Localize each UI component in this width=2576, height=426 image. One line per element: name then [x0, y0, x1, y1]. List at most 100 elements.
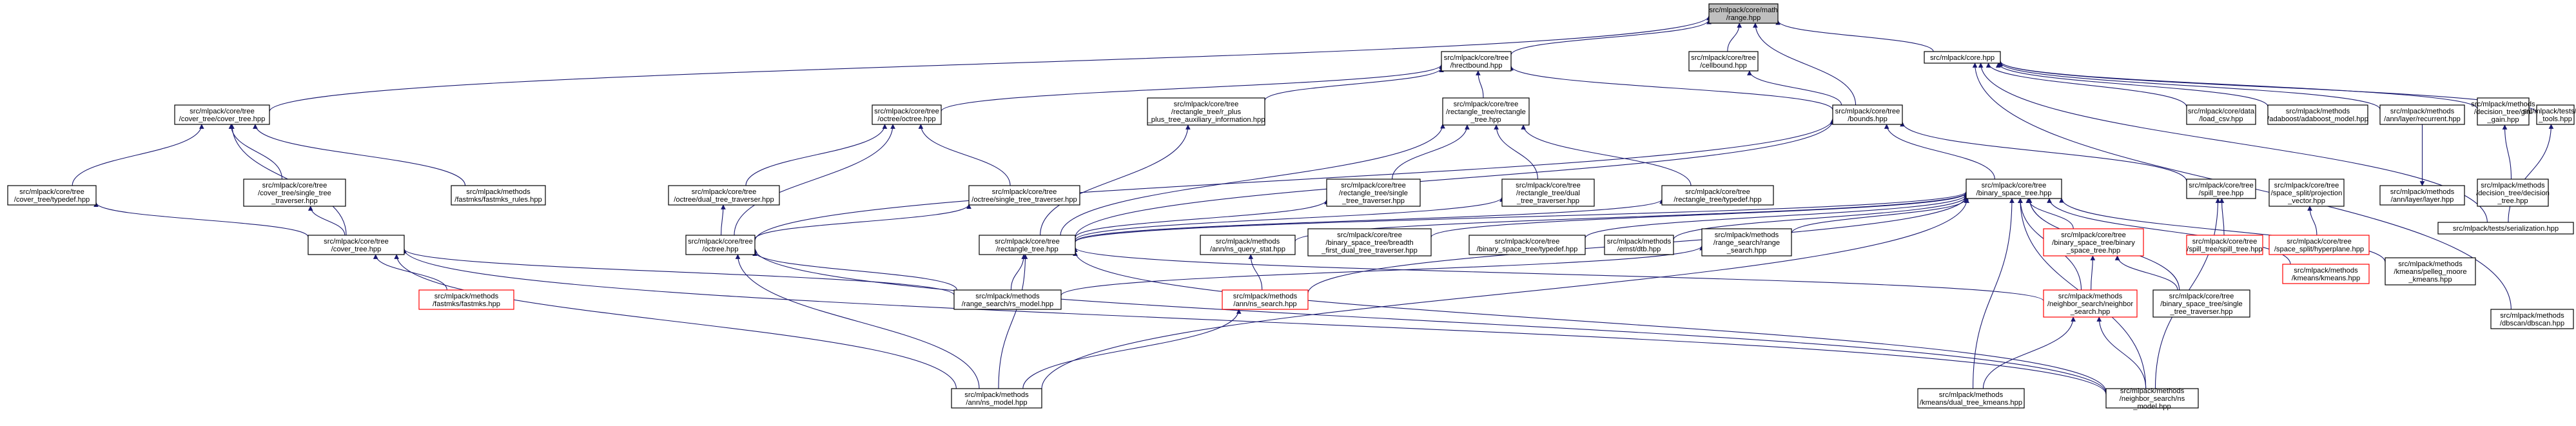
node-rectangle-tree[interactable]: src/mlpack/core/tree/rectangle_tree.hpp: [979, 235, 1076, 255]
edge-dual_tree_kmeans-to-binary_space_tree: [1973, 198, 2015, 389]
node-dbscan[interactable]: src/mlpack/methods/dbscan/dbscan.hpp: [2490, 309, 2574, 329]
node-ns-search[interactable]: src/mlpack/methods/ann/ns_search.hpp: [1222, 289, 1309, 310]
node-label-line: src/mlpack/core/tree: [190, 108, 255, 115]
node-box: [2379, 104, 2465, 125]
edge-rectangle_tree-to-rect_tree_h: [1060, 123, 1445, 236]
node-label-line: /octree.hpp: [703, 246, 739, 253]
node-ann-ns-model[interactable]: src/mlpack/methods/ann/ns_model.hpp: [951, 388, 1042, 409]
node-cover-single[interactable]: src/mlpack/core/tree/cover_tree/single_t…: [243, 179, 346, 207]
node-box: [2186, 179, 2256, 199]
node-binary-space-tree[interactable]: src/mlpack/core/tree/binary_space_tree.h…: [1966, 179, 2062, 199]
node-label-line: /spill_tree.hpp: [2199, 189, 2244, 197]
node-label-line: src/mlpack/methods: [2500, 312, 2564, 320]
node-recurrent[interactable]: src/mlpack/methods/ann/layer/recurrent.h…: [2379, 104, 2465, 125]
edge-load_csv-to-core: [1986, 63, 2187, 108]
edge-neighbor_search-to-rectangle_tree: [1073, 247, 2044, 302]
node-load-csv[interactable]: src/mlpack/core/data/load_csv.hpp: [2186, 104, 2256, 125]
node-label-line: /cover_tree/cover_tree.hpp: [179, 115, 266, 123]
node-box: [1441, 51, 1512, 72]
edge-cover_tree_h-to-cover_single: [307, 206, 346, 236]
node-bst-single[interactable]: src/mlpack/core/tree/binary_space_tree/s…: [2152, 289, 2250, 318]
node-label-line: src/mlpack/methods: [2471, 101, 2535, 108]
node-cover-tree[interactable]: src/mlpack/core/tree/cover_tree/cover_tr…: [174, 104, 270, 125]
node-rs-model[interactable]: src/mlpack/methods/range_search/rs_model…: [953, 289, 1062, 310]
node-rect-single[interactable]: src/mlpack/core/tree/rectangle_tree/sing…: [1326, 179, 1421, 207]
node-hyperplane[interactable]: src/mlpack/core/tree/space_split/hyperpl…: [2269, 235, 2370, 255]
node-box: [2105, 388, 2199, 409]
node-label-line: /kmeans/dual_tree_kmeans.hpp: [1920, 399, 2022, 407]
node-cellbound[interactable]: src/mlpack/core/tree/cellbound.hpp: [1688, 51, 1759, 72]
node-range-search[interactable]: src/mlpack/methods/range_search/range_se…: [1701, 228, 1792, 257]
node-spill-spill[interactable]: src/mlpack/core/tree/spill_tree/spill_tr…: [2186, 235, 2263, 255]
node-dual-tree-kmeans[interactable]: src/mlpack/methods/kmeans/dual_tree_kmea…: [1917, 388, 2025, 409]
node-rplus-aux[interactable]: src/mlpack/core/tree/rectangle_tree/r_pl…: [1147, 97, 1265, 126]
node-box: [2477, 179, 2549, 207]
node-label-line: src/mlpack/core/tree: [1691, 54, 1756, 62]
node-bounds[interactable]: src/mlpack/core/tree/bounds.hpp: [1832, 104, 1903, 125]
node-label-line: /ann/layer/recurrent.hpp: [2384, 115, 2461, 123]
node-rect-dual[interactable]: src/mlpack/core/tree/rectangle_tree/dual…: [1501, 179, 1595, 207]
node-cover-tree-h[interactable]: src/mlpack/core/tree/cover_tree.hpp: [307, 235, 405, 255]
node-label-line: src/mlpack/core/tree: [692, 188, 757, 196]
node-kmeans[interactable]: src/mlpack/methods/kmeans/kmeans.hpp: [2282, 264, 2370, 284]
node-label-line: /rectangle_tree/rectangle: [1446, 108, 1526, 116]
node-box: [2536, 104, 2575, 125]
node-label-line: src/mlpack/methods: [1216, 238, 1280, 246]
node-label-line: _kmeans.hpp: [2408, 276, 2452, 284]
node-ns-query-stat[interactable]: src/mlpack/methods/ann/ns_query_stat.hpp: [1200, 235, 1296, 255]
node-nbs-ns-model[interactable]: src/mlpack/methods/neighbor_search/ns_mo…: [2105, 387, 2199, 411]
node-core[interactable]: src/mlpack/core.hpp: [1924, 51, 2001, 64]
node-gini-gain[interactable]: src/mlpack/methods/decision_tree/gini_ga…: [2471, 97, 2535, 126]
node-box: [2385, 257, 2476, 286]
node-label-line: src/mlpack/core/tree: [2192, 238, 2258, 246]
node-octree[interactable]: src/mlpack/core/tree/octree.hpp: [685, 235, 756, 255]
node-octree-dual[interactable]: src/mlpack/core/tree/octree/dual_tree_tr…: [668, 185, 780, 206]
node-dtb[interactable]: src/mlpack/methods/emst/dtb.hpp: [1604, 235, 1674, 255]
node-label-line: _gain.hpp: [2486, 116, 2519, 124]
edge-cover_single-to-cover_tree: [228, 124, 283, 180]
node-decision-tree[interactable]: src/mlpack/methods/decision_tree/decisio…: [2476, 179, 2550, 207]
node-label-line: src/mlpack/core/tree: [1174, 101, 1239, 108]
node-cover-typedef[interactable]: src/mlpack/core/tree/cover_tree/typedef.…: [7, 185, 97, 206]
node-bst-typedef[interactable]: src/mlpack/core/tree/binary_space_tree/t…: [1469, 235, 1586, 255]
node-label-line: src/mlpack/core/tree: [2169, 293, 2234, 300]
node-label-line: src/mlpack/core/tree: [1982, 182, 2047, 189]
node-fastmks[interactable]: src/mlpack/methods/fastmks/fastmks.hpp: [418, 289, 514, 310]
edge-ann_ns_model-to-ns_search: [1022, 309, 1242, 389]
node-test-tools[interactable]: src/mlpack/tests/test_tools.hpp: [2522, 104, 2576, 125]
node-projection-vector[interactable]: src/mlpack/core/tree/space_split/project…: [2269, 179, 2345, 207]
node-rect-typedef[interactable]: src/mlpack/core/tree/rectangle_tree/type…: [1661, 185, 1774, 206]
node-range[interactable]: src/mlpack/core/math/range.hpp: [1708, 3, 1779, 24]
edge-gini_gain-to-core: [1998, 61, 2478, 110]
node-spill-tree[interactable]: src/mlpack/core/tree/spill_tree.hpp: [2186, 179, 2256, 199]
node-label-line: src/mlpack/core/tree: [262, 182, 327, 189]
node-label-line: /ann/ns_query_stat.hpp: [1210, 246, 1285, 253]
node-box: [685, 235, 756, 255]
node-label-line: src/mlpack/core/tree: [1685, 188, 1750, 196]
edge-recurrent-to-core: [1998, 61, 2381, 110]
node-layer[interactable]: src/mlpack/methods/ann/layer/layer.hpp: [2379, 185, 2465, 206]
node-label-line: src/mlpack/methods: [1607, 238, 1672, 246]
node-label-line: src/mlpack/methods: [1939, 391, 2004, 399]
node-hrectbound[interactable]: src/mlpack/core/tree/hrectbound.hpp: [1441, 51, 1512, 72]
node-box: [2186, 235, 2263, 255]
node-serialization[interactable]: src/mlpack/tests/serialization.hpp: [2437, 222, 2574, 235]
node-label-line: /neighbor_search/ns: [2120, 395, 2185, 403]
node-box: [7, 185, 97, 206]
node-label-line: src/mlpack/core/tree: [2287, 238, 2352, 246]
node-adaboost-model[interactable]: src/mlpack/methods/adaboost/adaboost_mod…: [2267, 104, 2368, 125]
edge-cover_typedef-to-cover_tree: [72, 124, 204, 186]
node-fastmks-rules[interactable]: src/mlpack/methods/fastmks/fastmks_rules…: [451, 185, 546, 206]
node-octree-h[interactable]: src/mlpack/core/tree/octree/octree.hpp: [872, 104, 942, 125]
node-label-line: src/mlpack/methods: [434, 293, 499, 300]
node-label-line: src/mlpack/methods: [975, 293, 1040, 300]
node-label-line: /rectangle_tree/single: [1339, 189, 1408, 197]
node-neighbor-search[interactable]: src/mlpack/methods/neighbor_search/neigh…: [2043, 289, 2138, 318]
node-breadth-first[interactable]: src/mlpack/core/tree/binary_space_tree/b…: [1307, 228, 1432, 257]
node-bst-bst[interactable]: src/mlpack/core/tree/binary_space_tree/b…: [2043, 228, 2144, 257]
node-label-line: /space_split/hyperplane.hpp: [2274, 246, 2364, 253]
node-box: [307, 235, 405, 255]
node-octree-single[interactable]: src/mlpack/core/tree/octree/single_tree_…: [968, 185, 1080, 206]
node-pelleg-moore[interactable]: src/mlpack/methods/kmeans/pelleg_moore_k…: [2385, 257, 2476, 286]
node-rect-tree-h[interactable]: src/mlpack/core/tree/rectangle_tree/rect…: [1442, 97, 1530, 126]
